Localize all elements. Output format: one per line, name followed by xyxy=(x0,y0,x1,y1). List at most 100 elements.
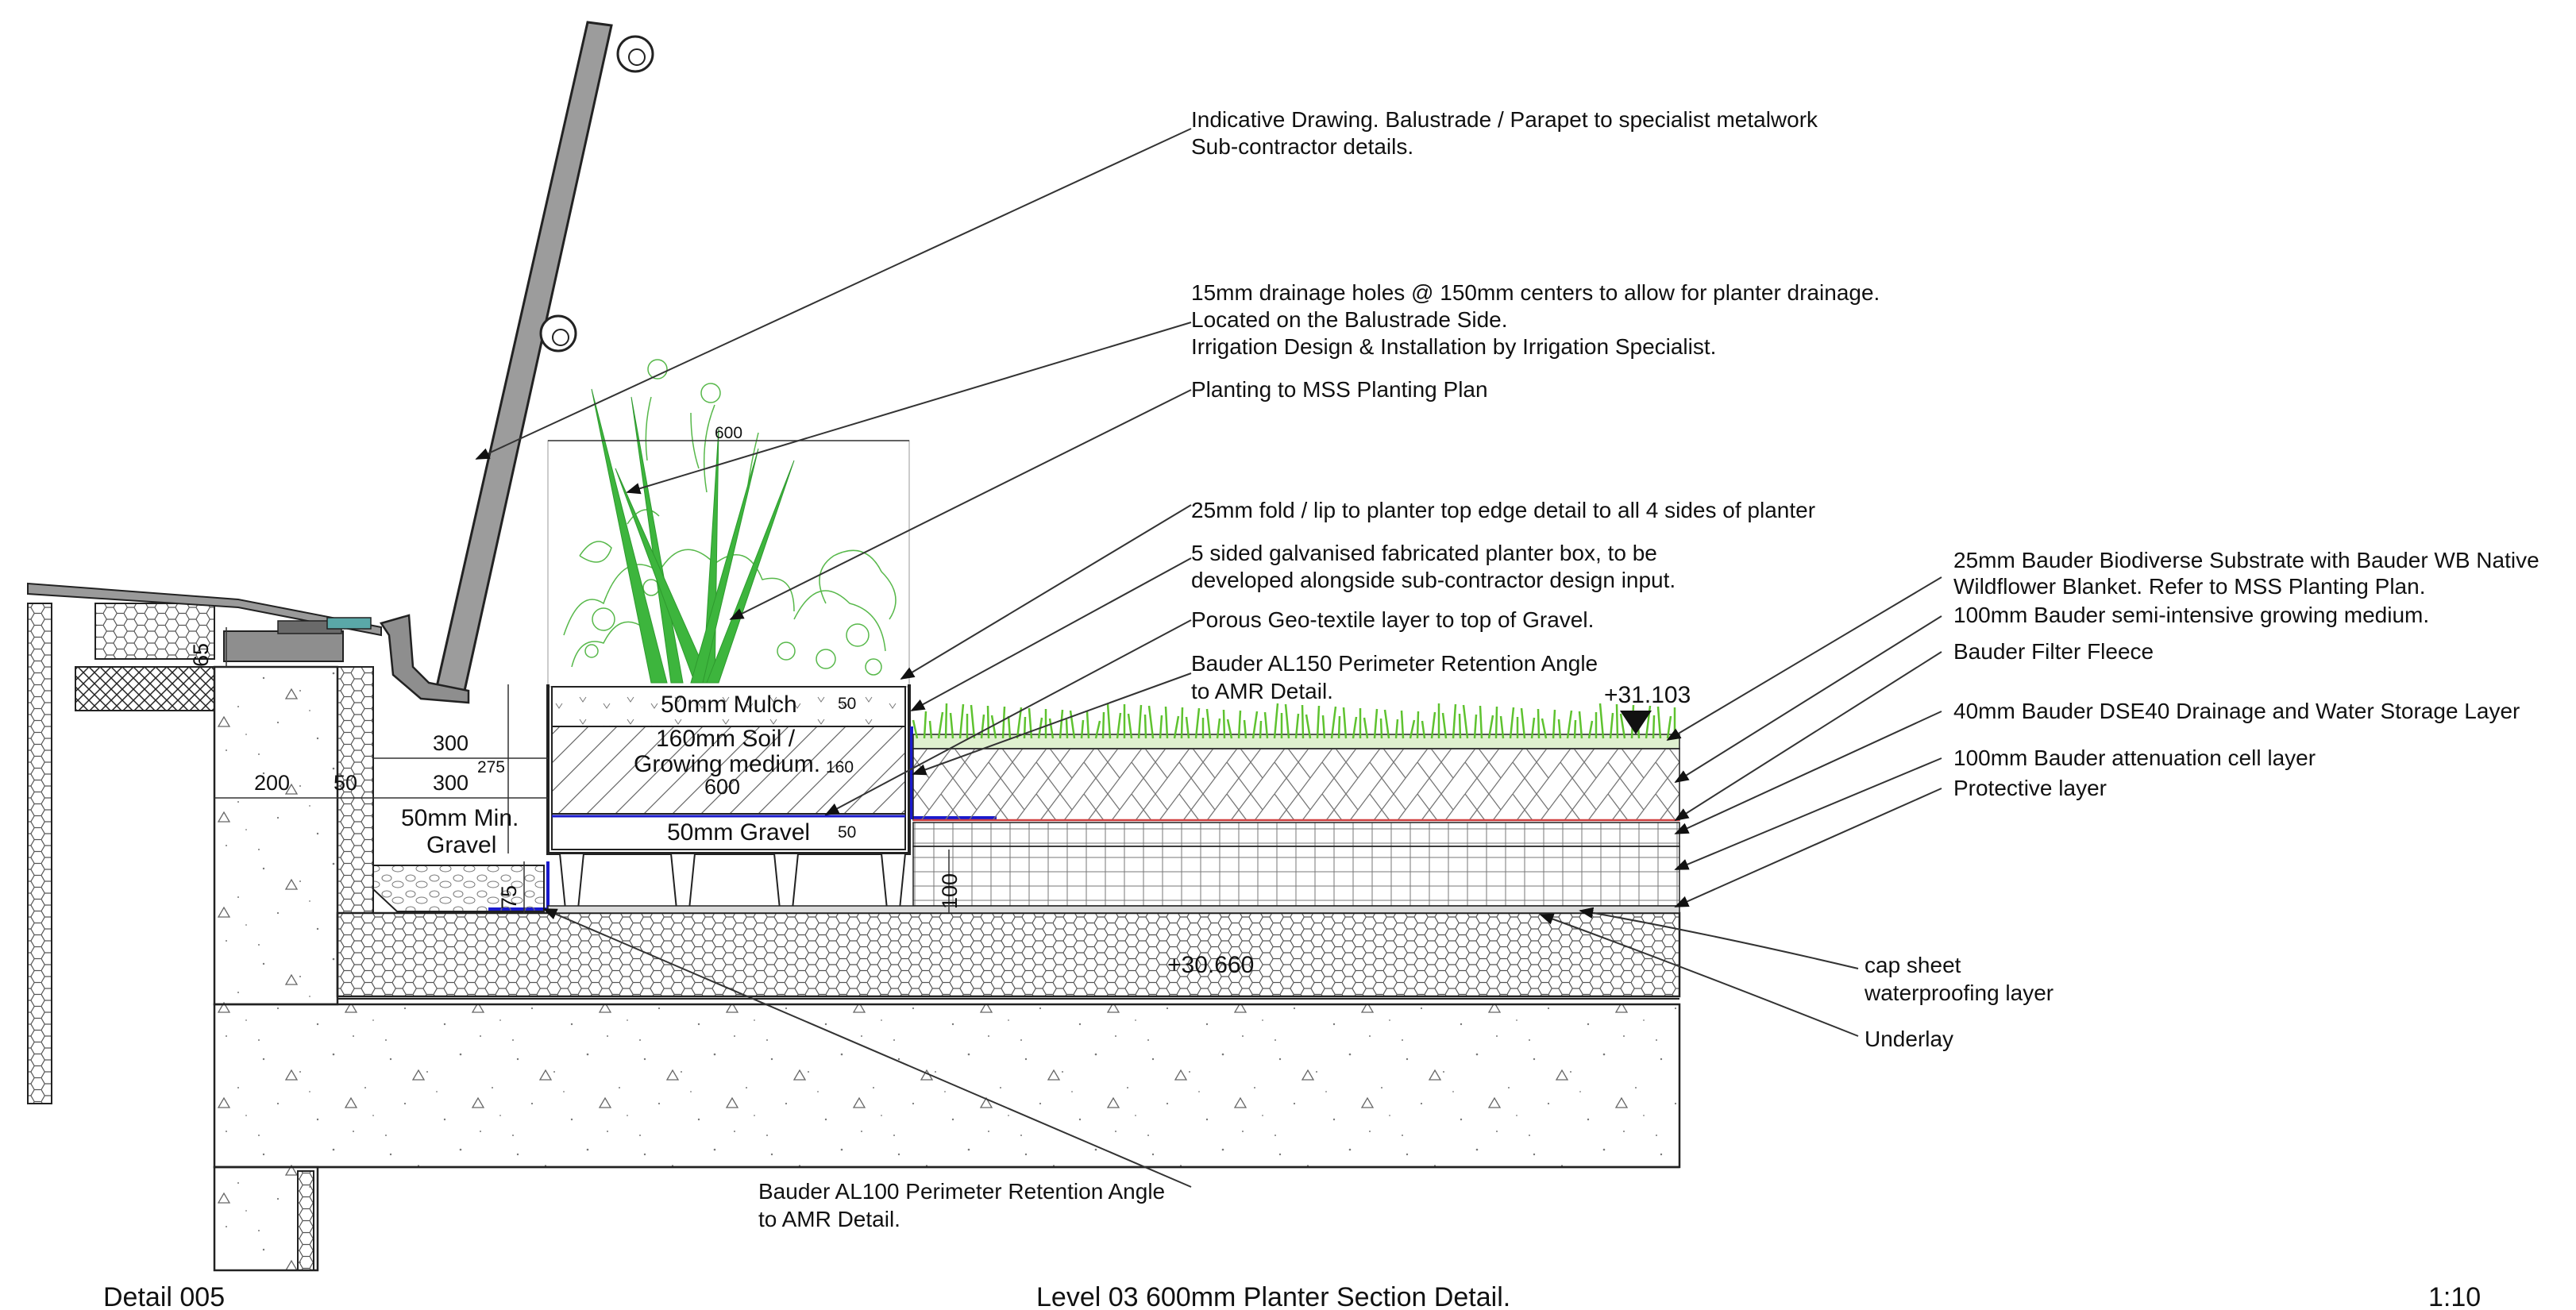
grass-blade xyxy=(1337,715,1341,739)
grass-blade xyxy=(944,703,948,739)
level-slab: +30.660 xyxy=(1167,952,1254,978)
grass-blade xyxy=(1430,711,1436,739)
balustrade xyxy=(380,21,654,704)
grass-blade xyxy=(1352,716,1358,739)
grass-blade xyxy=(912,719,919,739)
grass-blade xyxy=(1094,720,1101,739)
grass-blade xyxy=(1001,706,1006,739)
grass-blade xyxy=(1065,719,1069,739)
planter-layer-labels: 50mm Mulch 160mm Soil / Growing medium. … xyxy=(401,692,820,858)
protective-layer xyxy=(547,905,1680,914)
dim-300-a: 300 xyxy=(433,731,469,755)
grass-blade xyxy=(923,711,927,739)
grass-blade xyxy=(980,714,985,739)
dim-600-mid: 600 xyxy=(704,775,740,799)
grass-blade xyxy=(1127,713,1133,739)
dse40-layer xyxy=(912,822,1680,847)
note-drainage-1: 15mm drainage holes @ 150mm centers to a… xyxy=(1191,280,1880,305)
planter-feet xyxy=(558,853,907,910)
grass-blade xyxy=(949,712,954,739)
dim-200: 200 xyxy=(254,771,290,795)
grass-blade xyxy=(1023,716,1027,739)
grass-blade xyxy=(1619,713,1626,739)
detail-scale: 1:10 xyxy=(2428,1282,2481,1310)
detail-number: Detail 005 xyxy=(103,1282,225,1310)
grass-blade xyxy=(1086,711,1090,739)
attenuation-layer xyxy=(912,846,1680,907)
gravel-label: 50mm Gravel xyxy=(667,819,810,846)
grass-blade xyxy=(1205,708,1212,739)
grass-blade xyxy=(1383,709,1390,739)
grass-blade xyxy=(1566,710,1573,739)
grass-blade xyxy=(1106,703,1112,739)
grass-blade xyxy=(1216,718,1221,739)
note-al100-2: to AMR Detail. xyxy=(758,1207,900,1231)
planter-box xyxy=(546,684,911,855)
grass-blade xyxy=(1226,719,1233,739)
upstand-insulation xyxy=(337,666,374,914)
grass-blade xyxy=(1059,709,1064,739)
grass-blade xyxy=(1173,715,1180,739)
dim-50-gravel: 50 xyxy=(838,823,856,842)
grass-blade xyxy=(1363,717,1369,739)
note-al150-2: to AMR Detail. xyxy=(1191,679,1333,703)
grass-blade xyxy=(1301,704,1305,739)
grass-blade xyxy=(1147,705,1155,739)
dimension-texts: 600 300 300 200 50 275 65 75 100 50 160 … xyxy=(189,424,962,909)
mulch-layer xyxy=(551,686,906,727)
grass-blade xyxy=(1598,703,1605,739)
dimension-lines xyxy=(214,440,950,913)
note-substrate-1: 25mm Bauder Biodiverse Substrate with Ba… xyxy=(1953,548,2539,572)
grass-blade xyxy=(1373,708,1379,739)
annotations: Indicative Drawing. Balustrade / Parapet… xyxy=(758,107,2539,1231)
gravel-strip xyxy=(372,865,545,912)
grass-blade xyxy=(958,703,965,739)
balustrade-panel xyxy=(435,21,613,692)
grass-blade xyxy=(1587,720,1594,739)
plant-blades xyxy=(591,388,795,684)
grass-blade xyxy=(1048,718,1055,739)
grass-blade xyxy=(1652,715,1656,739)
dim-100: 100 xyxy=(938,873,962,909)
note-drainage-2: Located on the Balustrade Side. xyxy=(1191,307,1508,332)
grass-blade xyxy=(1342,707,1348,739)
note-planter-box-2: developed alongside sub-contractor desig… xyxy=(1191,568,1676,592)
grass-blade xyxy=(1263,711,1269,739)
dim-160: 160 xyxy=(826,758,854,776)
note-cap-sheet-1: cap sheet xyxy=(1865,953,1961,977)
grass-blade xyxy=(970,704,976,739)
min-gravel-label-2: Gravel xyxy=(426,832,496,858)
structure xyxy=(27,582,1681,1272)
grass-blade xyxy=(1509,707,1515,739)
grass-blade xyxy=(1316,705,1321,739)
detail-title: Level 03 600mm Planter Section Detail. xyxy=(1036,1282,1510,1310)
grass-blade xyxy=(1452,703,1457,739)
level-marker xyxy=(1620,711,1652,734)
grass-blade xyxy=(990,715,997,739)
note-balustrade-2: Sub-contractor details. xyxy=(1191,134,1413,159)
grass-blade xyxy=(1462,704,1469,739)
grass-blade xyxy=(1494,706,1498,739)
grass-blade xyxy=(1159,715,1163,739)
note-growing-medium: 100mm Bauder semi-intensive growing medi… xyxy=(1953,603,2429,627)
grass-blade xyxy=(1273,703,1279,739)
grass-blade xyxy=(1194,707,1201,739)
grass-blade xyxy=(1028,707,1033,739)
cladding-rail xyxy=(75,666,215,711)
dim-275: 275 xyxy=(477,758,505,776)
note-planter-box-1: 5 sided galvanised fabricated planter bo… xyxy=(1191,541,1657,565)
dim-65: 65 xyxy=(189,643,213,667)
dim-50: 50 xyxy=(334,771,357,795)
balustrade-shoe xyxy=(380,614,470,704)
note-al100-1: Bauder AL100 Perimeter Retention Angle xyxy=(758,1179,1165,1204)
grass-blade xyxy=(1541,718,1548,739)
dim-300-b: 300 xyxy=(433,771,469,795)
planter-gravel-layer xyxy=(551,813,906,850)
grass-blade xyxy=(1499,715,1505,739)
note-dse40: 40mm Bauder DSE40 Drainage and Water Sto… xyxy=(1953,699,2520,723)
grass-blade xyxy=(1251,711,1259,739)
level-top: +31.103 xyxy=(1604,682,1691,708)
balustrade-fixing-top xyxy=(616,35,654,73)
dim-600-top: 600 xyxy=(715,424,742,442)
